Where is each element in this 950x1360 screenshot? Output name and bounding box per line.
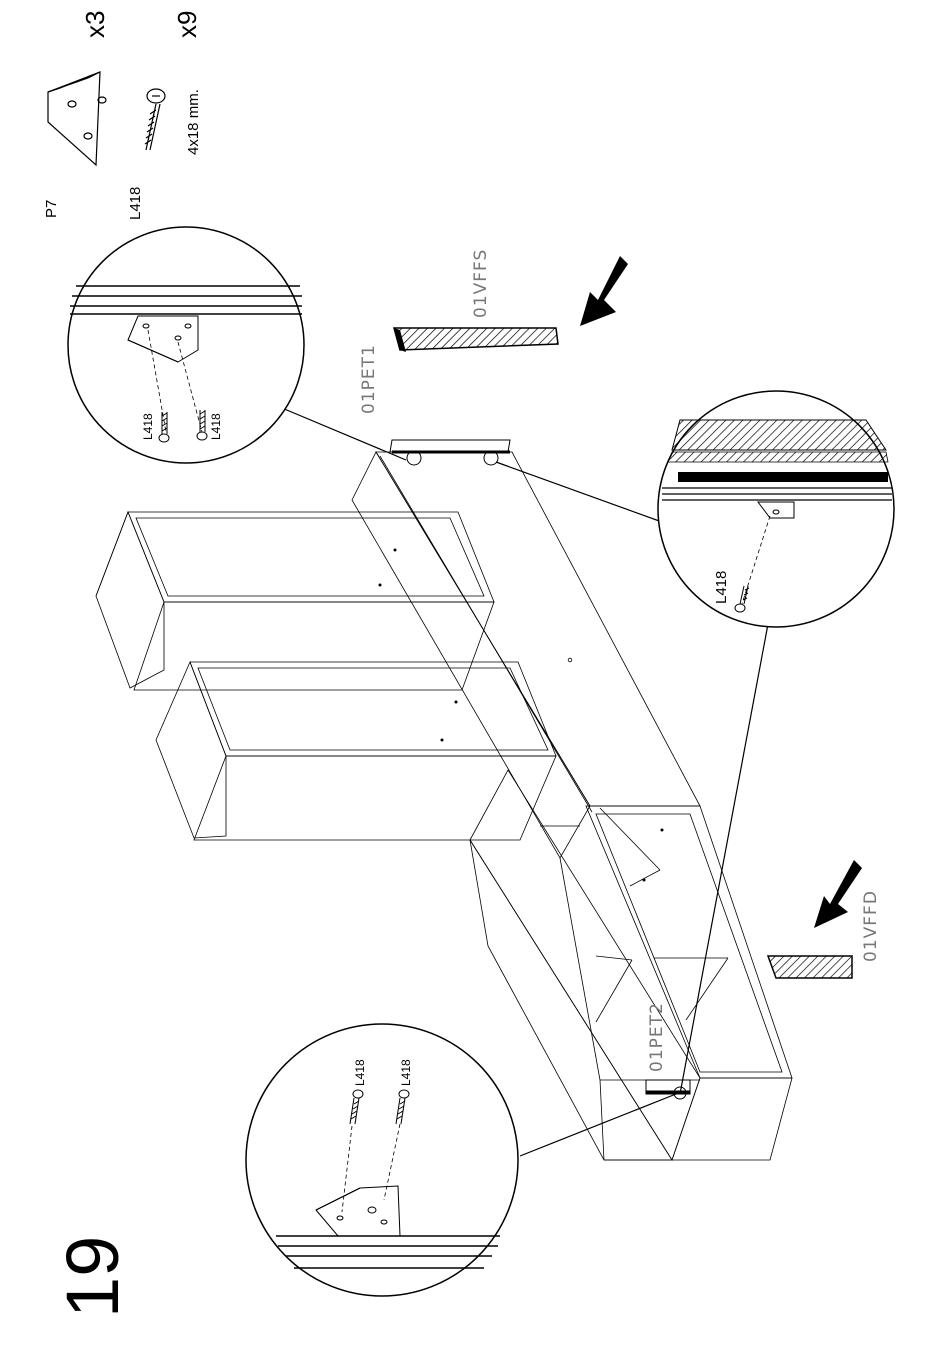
label-shelf-top: 01PET1	[359, 344, 379, 414]
shelf-strip-top	[390, 440, 510, 465]
part-code-l418: L418	[127, 187, 144, 220]
detail-bottom-screw-label-2: L418	[399, 1059, 413, 1086]
bracket-p7-icon	[48, 72, 106, 165]
front-panel-bottom	[768, 956, 852, 978]
hole-markers	[379, 549, 664, 882]
detail-bottom-screw-label-1: L418	[353, 1059, 367, 1086]
detail-right-screw-label: L418	[713, 571, 730, 604]
base-unit	[470, 770, 792, 1160]
label-front-top: 01VFFS	[471, 249, 491, 318]
step-number: 19	[51, 1236, 134, 1318]
detail-top-screw-label-2: L418	[209, 413, 223, 440]
detail-callout-top: L418 L418	[68, 227, 406, 463]
label-shelf-bottom: 01PET2	[647, 1002, 667, 1072]
qty-p7: x3	[80, 11, 110, 38]
parts-legend: P7 L418 4x18 mm. x3 x9	[43, 11, 202, 220]
upper-cabinet	[96, 512, 494, 690]
detail-top-screw-label-1: L418	[141, 413, 155, 440]
part-code-p7: P7	[43, 200, 60, 218]
insert-arrow-bottom	[814, 860, 862, 928]
screw-size-label: 4x18 mm.	[185, 89, 202, 155]
detail-callout-right: L418	[496, 391, 894, 1094]
front-panel-top	[394, 328, 558, 352]
shelf-strip-bottom	[646, 1080, 690, 1099]
insert-arrow-top	[580, 256, 628, 326]
top-shelf-board	[352, 452, 700, 858]
lower-cabinet	[156, 662, 556, 840]
label-front-bottom: 01VFFD	[861, 890, 881, 962]
qty-l418: x9	[172, 11, 202, 38]
screw-l418-icon	[145, 89, 165, 150]
